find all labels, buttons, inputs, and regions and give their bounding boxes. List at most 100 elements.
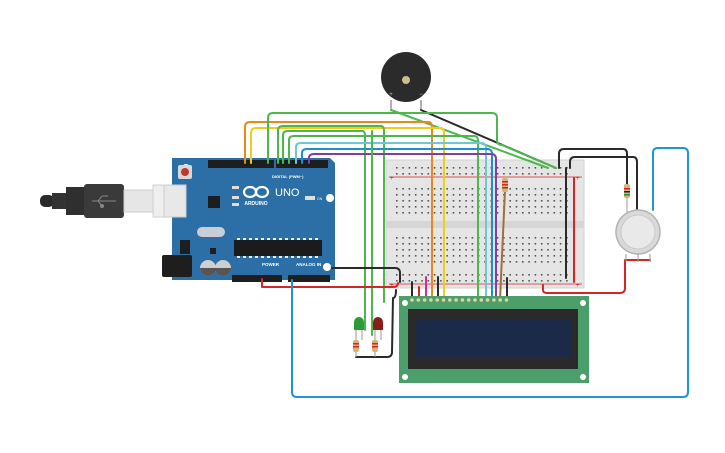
- breadboard-hole[interactable]: [440, 194, 442, 196]
- breadboard-hole[interactable]: [471, 237, 474, 239]
- breadboard-hole[interactable]: [459, 249, 461, 251]
- breadboard-hole[interactable]: [396, 255, 398, 257]
- breadboard-hole[interactable]: [446, 249, 448, 251]
- breadboard-hole[interactable]: [528, 194, 530, 196]
- breadboard-hole[interactable]: [503, 261, 505, 263]
- wire-orange[interactable]: [244, 121, 433, 303]
- breadboard-hole[interactable]: [465, 194, 467, 196]
- breadboard-hole[interactable]: [503, 167, 505, 169]
- breadboard-hole[interactable]: [559, 237, 562, 239]
- breadboard-hole[interactable]: [509, 173, 511, 175]
- breadboard-hole[interactable]: [459, 173, 461, 175]
- lcd-pin[interactable]: [422, 298, 427, 302]
- breadboard-hole[interactable]: [414, 243, 417, 245]
- breadboard-hole[interactable]: [396, 237, 398, 239]
- breadboard-hole[interactable]: [465, 188, 467, 190]
- breadboard-hole[interactable]: [433, 249, 436, 251]
- breadboard-hole[interactable]: [421, 194, 423, 196]
- breadboard-hole[interactable]: [459, 237, 461, 239]
- breadboard-hole[interactable]: [471, 261, 474, 263]
- breadboard-hole[interactable]: [515, 200, 518, 202]
- breadboard-hole[interactable]: [471, 249, 474, 251]
- breadboard-hole[interactable]: [421, 243, 423, 245]
- breadboard-hole[interactable]: [540, 173, 543, 175]
- breadboard-hole[interactable]: [433, 194, 436, 196]
- breadboard-hole[interactable]: [396, 280, 398, 282]
- breadboard-hole[interactable]: [471, 173, 474, 175]
- breadboard-hole[interactable]: [496, 167, 499, 169]
- breadboard-hole[interactable]: [427, 173, 430, 175]
- breadboard-hole[interactable]: [427, 274, 430, 276]
- breadboard-hole[interactable]: [515, 255, 518, 257]
- breadboard-hole[interactable]: [503, 280, 505, 282]
- breadboard-hole[interactable]: [547, 188, 549, 190]
- breadboard-hole[interactable]: [408, 212, 411, 214]
- breadboard-hole[interactable]: [433, 173, 436, 175]
- breadboard-hole[interactable]: [414, 261, 417, 263]
- breadboard-hole[interactable]: [408, 188, 411, 190]
- breadboard-hole[interactable]: [534, 212, 537, 214]
- breadboard-hole[interactable]: [402, 188, 404, 190]
- lcd-pin[interactable]: [410, 298, 414, 302]
- breadboard-hole[interactable]: [452, 200, 455, 202]
- breadboard-hole[interactable]: [528, 237, 530, 239]
- breadboard-hole[interactable]: [496, 255, 499, 257]
- breadboard-hole[interactable]: [540, 200, 543, 202]
- breadboard-hole[interactable]: [433, 280, 436, 282]
- breadboard-hole[interactable]: [496, 188, 499, 190]
- breadboard-hole[interactable]: [402, 280, 404, 282]
- breadboard-hole[interactable]: [528, 167, 530, 169]
- breadboard-hole[interactable]: [522, 194, 524, 196]
- breadboard-hole[interactable]: [503, 274, 505, 276]
- breadboard-hole[interactable]: [553, 243, 556, 245]
- breadboard-hole[interactable]: [446, 237, 448, 239]
- breadboard-hole[interactable]: [414, 167, 417, 169]
- breadboard-hole[interactable]: [440, 188, 442, 190]
- breadboard-hole[interactable]: [553, 274, 556, 276]
- breadboard-hole[interactable]: [433, 188, 436, 190]
- breadboard-hole[interactable]: [496, 212, 499, 214]
- breadboard-hole[interactable]: [471, 167, 474, 169]
- breadboard-hole[interactable]: [496, 261, 499, 263]
- breadboard-hole[interactable]: [459, 255, 461, 257]
- breadboard-hole[interactable]: [446, 206, 448, 208]
- breadboard-hole[interactable]: [427, 206, 430, 208]
- breadboard-hole[interactable]: [446, 255, 448, 257]
- breadboard-hole[interactable]: [402, 237, 404, 239]
- breadboard-hole[interactable]: [465, 206, 467, 208]
- breadboard-hole[interactable]: [471, 243, 474, 245]
- lcd-pin[interactable]: [492, 298, 496, 302]
- wire-yellow[interactable]: [250, 127, 445, 303]
- breadboard-hole[interactable]: [408, 274, 411, 276]
- breadboard-hole[interactable]: [440, 200, 442, 202]
- breadboard-hole[interactable]: [547, 194, 549, 196]
- breadboard-hole[interactable]: [559, 243, 562, 245]
- breadboard-hole[interactable]: [509, 194, 511, 196]
- breadboard-hole[interactable]: [408, 206, 411, 208]
- breadboard-hole[interactable]: [559, 274, 562, 276]
- breadboard-hole[interactable]: [515, 237, 518, 239]
- breadboard-hole[interactable]: [540, 167, 543, 169]
- breadboard-hole[interactable]: [421, 255, 423, 257]
- breadboard-hole[interactable]: [446, 200, 448, 202]
- breadboard-hole[interactable]: [440, 274, 442, 276]
- breadboard-hole[interactable]: [440, 243, 442, 245]
- breadboard-hole[interactable]: [515, 249, 518, 251]
- breadboard-hole[interactable]: [427, 200, 430, 202]
- breadboard-hole[interactable]: [459, 200, 461, 202]
- breadboard-hole[interactable]: [414, 255, 417, 257]
- breadboard-hole[interactable]: [459, 243, 461, 245]
- breadboard-hole[interactable]: [547, 274, 549, 276]
- breadboard-hole[interactable]: [427, 255, 430, 257]
- breadboard-hole[interactable]: [465, 274, 467, 276]
- breadboard-hole[interactable]: [433, 200, 436, 202]
- breadboard-hole[interactable]: [515, 188, 518, 190]
- breadboard-hole[interactable]: [496, 206, 499, 208]
- breadboard-hole[interactable]: [414, 280, 417, 282]
- breadboard-hole[interactable]: [553, 173, 556, 175]
- breadboard-hole[interactable]: [446, 173, 448, 175]
- breadboard-hole[interactable]: [465, 200, 467, 202]
- lcd-pin[interactable]: [498, 298, 503, 302]
- breadboard-hole[interactable]: [553, 255, 556, 257]
- breadboard-hole[interactable]: [408, 173, 411, 175]
